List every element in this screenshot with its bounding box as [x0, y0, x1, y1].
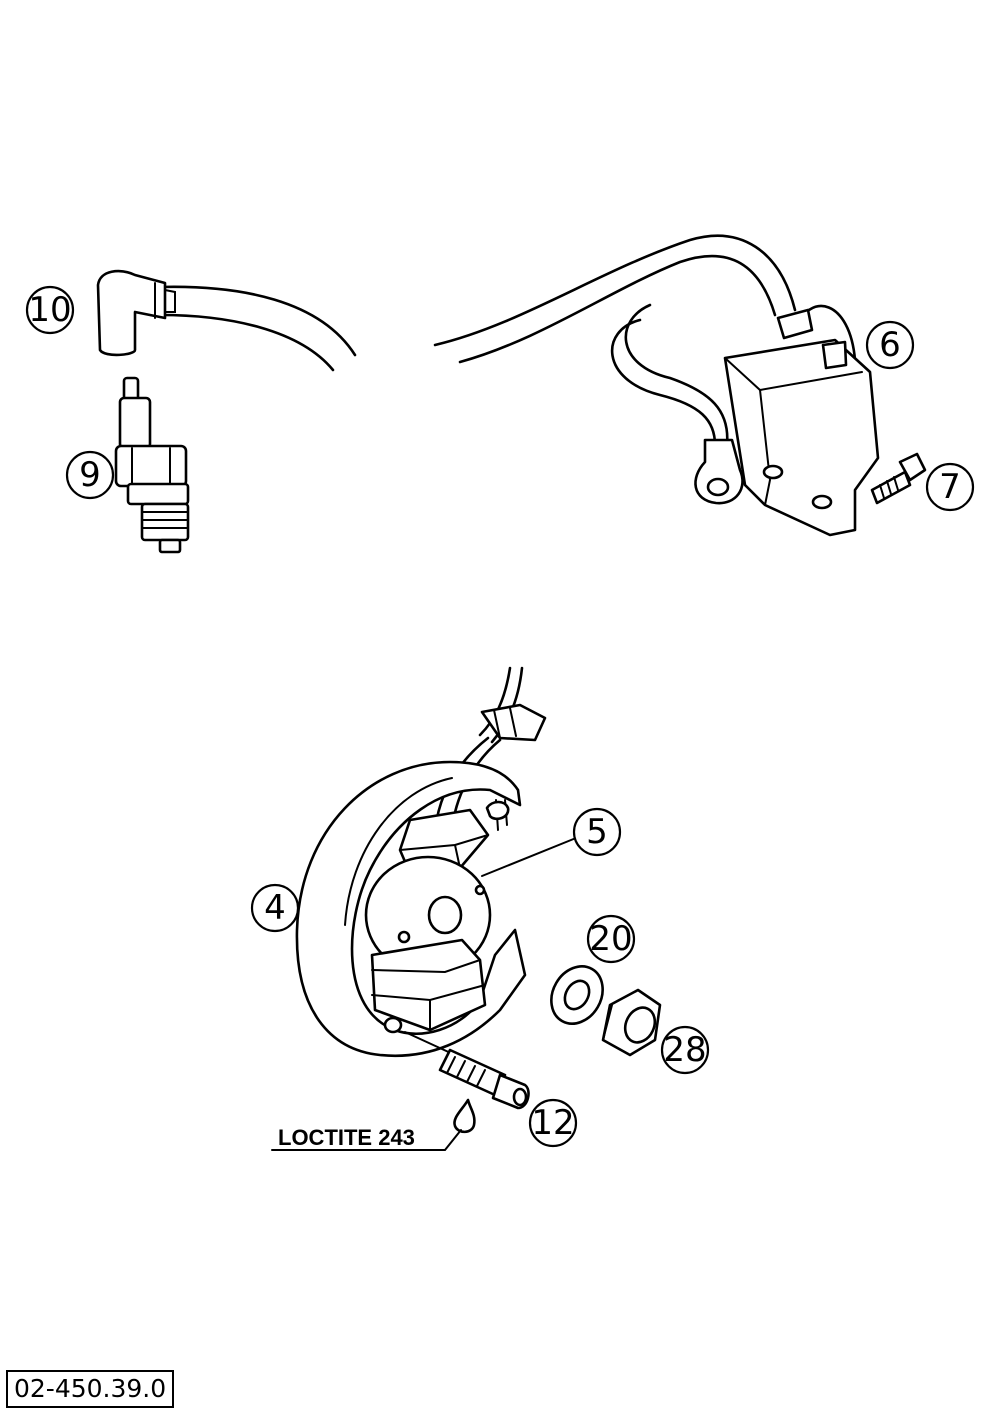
svg-text:4: 4	[264, 888, 286, 928]
svg-text:10: 10	[28, 290, 71, 330]
callout-10: 10	[25, 285, 75, 335]
svg-text:28: 28	[663, 1030, 706, 1070]
nut	[601, 988, 662, 1057]
svg-text:20: 20	[589, 919, 632, 959]
callout-28: 28	[660, 1025, 710, 1075]
diagram-code-label: 02-450.39.0	[6, 1370, 175, 1408]
callout-5: 5	[572, 807, 622, 857]
washer	[550, 965, 604, 1025]
callout-4: 4	[250, 883, 300, 933]
svg-text:5: 5	[586, 812, 608, 852]
ignition-coil	[433, 234, 880, 537]
callout-6: 6	[865, 320, 915, 370]
callout-7: 7	[925, 462, 975, 512]
spark-plug	[114, 376, 190, 554]
spark-plug-cap	[96, 269, 357, 372]
callout-20: 20	[586, 914, 636, 964]
callout-12: 12	[528, 1098, 578, 1148]
svg-text:7: 7	[939, 467, 961, 507]
stator-screw	[404, 1031, 530, 1110]
loctite-note: LOCTITE 243	[278, 1125, 415, 1150]
leader-5	[481, 837, 577, 877]
loctite-drop	[271, 1098, 476, 1151]
svg-text:9: 9	[79, 455, 101, 495]
stator-plate	[295, 666, 547, 1058]
coil-screw	[870, 452, 927, 505]
callout-9: 9	[65, 450, 115, 500]
svg-text:12: 12	[531, 1103, 574, 1143]
svg-text:6: 6	[879, 325, 901, 365]
